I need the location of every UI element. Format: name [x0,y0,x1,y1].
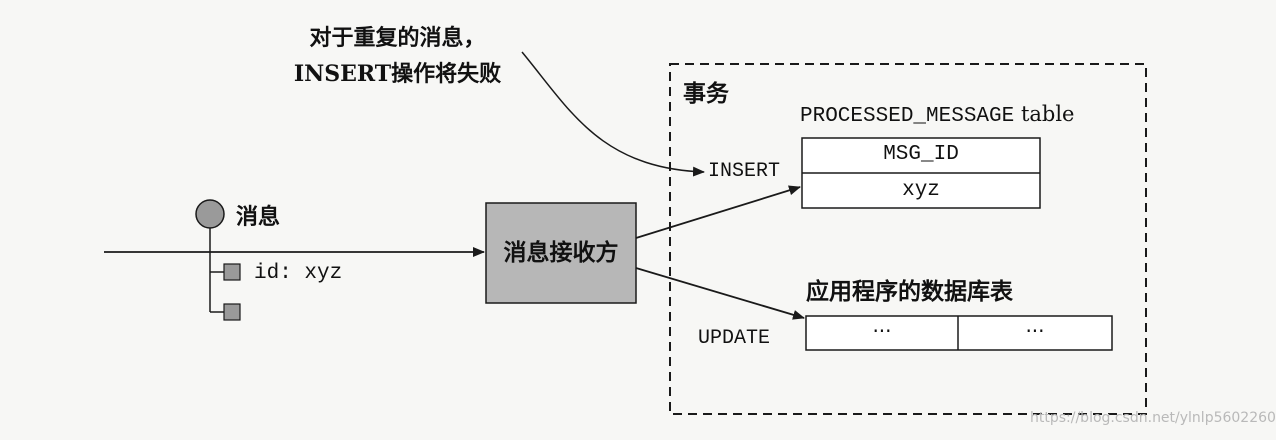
update-label: UPDATE [698,327,771,350]
msg-id-cell: xyz [902,179,940,202]
annotation-line-2: INSERT操作将失败 [293,61,502,87]
transaction-boundary [669,63,1147,415]
message-id-field: id: xyz [254,262,343,285]
insert-arrow [635,185,801,239]
app-table-cell-2: ··· [1025,319,1045,343]
msg-id-column-header: MSG_ID [883,143,959,166]
annotation-text: 对于重复的消息， INSERT操作将失败 [255,20,540,92]
watermark: https://blog.csdn.net/ylnlp5602260 [1030,410,1276,426]
message-node-icon [195,199,225,229]
processed-message-table-name: PROCESSED_MESSAGE [800,105,1015,128]
processed-message-table-title: PROCESSED_MESSAGE table [800,102,1074,128]
receiver-box [485,202,637,304]
app-table-box [805,315,1113,351]
annotation-arrow [521,51,705,177]
processed-message-table-suffix: table [1020,102,1075,126]
update-arrow [635,267,805,320]
message-label: 消息 [236,204,281,230]
insert-label: INSERT [708,160,781,183]
annotation-line-1: 对于重复的消息， [309,25,486,51]
message-field-icon-1 [223,263,241,281]
transaction-title: 事务 [683,80,729,107]
message-field-icon-2 [223,303,241,321]
receiver-label: 消息接收方 [503,239,619,266]
app-table-cell-1: ··· [872,319,892,343]
app-table-title: 应用程序的数据库表 [806,278,1013,305]
